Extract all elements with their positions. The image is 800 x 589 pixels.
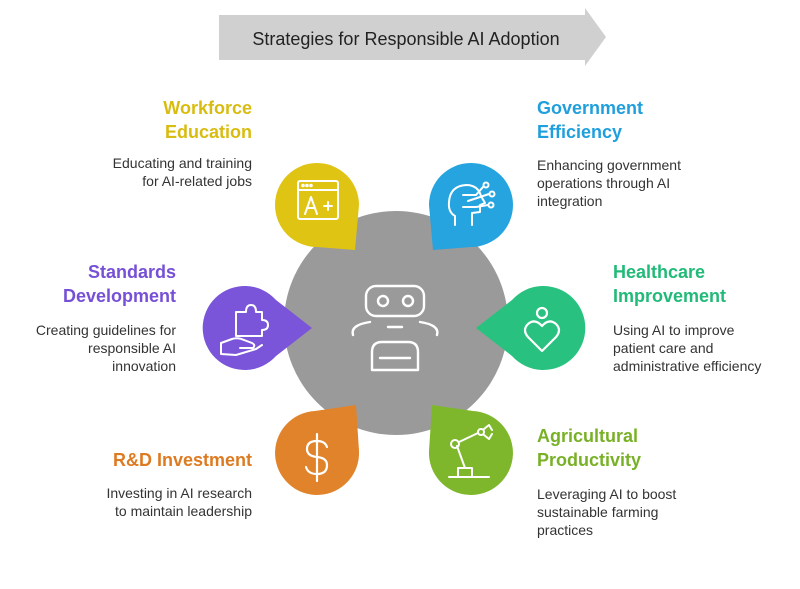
agricultural-productivity-title: Agricultural Productivity	[537, 426, 642, 470]
robot-icon	[351, 284, 439, 372]
drop-healthcare-improvement	[476, 286, 586, 371]
robotic-arm-icon	[448, 424, 493, 478]
agricultural-productivity-desc: Leveraging AI to boost sustainable farmi…	[537, 486, 677, 538]
rd-investment-title: R&D Investment	[112, 450, 252, 470]
rd-investment-desc: Investing in AI research to maintain lea…	[106, 485, 252, 519]
standards-development-desc: Creating guidelines for responsible AI i…	[35, 322, 176, 374]
healthcare-improvement-desc: Using AI to improve patient care and adm…	[613, 322, 762, 374]
ai-head-icon	[447, 181, 496, 226]
center-circle	[284, 211, 508, 435]
standards-development-title: Standards Development	[62, 262, 176, 306]
certificate-a-plus-icon	[297, 180, 339, 220]
dollar-icon	[304, 432, 329, 483]
government-efficiency-desc: Enhancing government operations through …	[537, 157, 681, 209]
drop-workforce-education	[275, 163, 359, 250]
workforce-education-desc: Educating and training for AI-related jo…	[112, 155, 252, 189]
banner-arrow	[219, 8, 606, 66]
workforce-education-title: Workforce Education	[163, 98, 252, 142]
drop-standards-development	[202, 286, 312, 370]
person-heart-icon	[523, 306, 561, 353]
hand-puzzle-icon	[220, 304, 269, 356]
government-efficiency-title: Government Efficiency	[537, 98, 644, 142]
healthcare-improvement-title: Healthcare Improvement	[613, 262, 727, 306]
banner-title: Strategies for Responsible AI Adoption	[252, 29, 560, 49]
drop-agricultural-productivity	[428, 405, 513, 495]
